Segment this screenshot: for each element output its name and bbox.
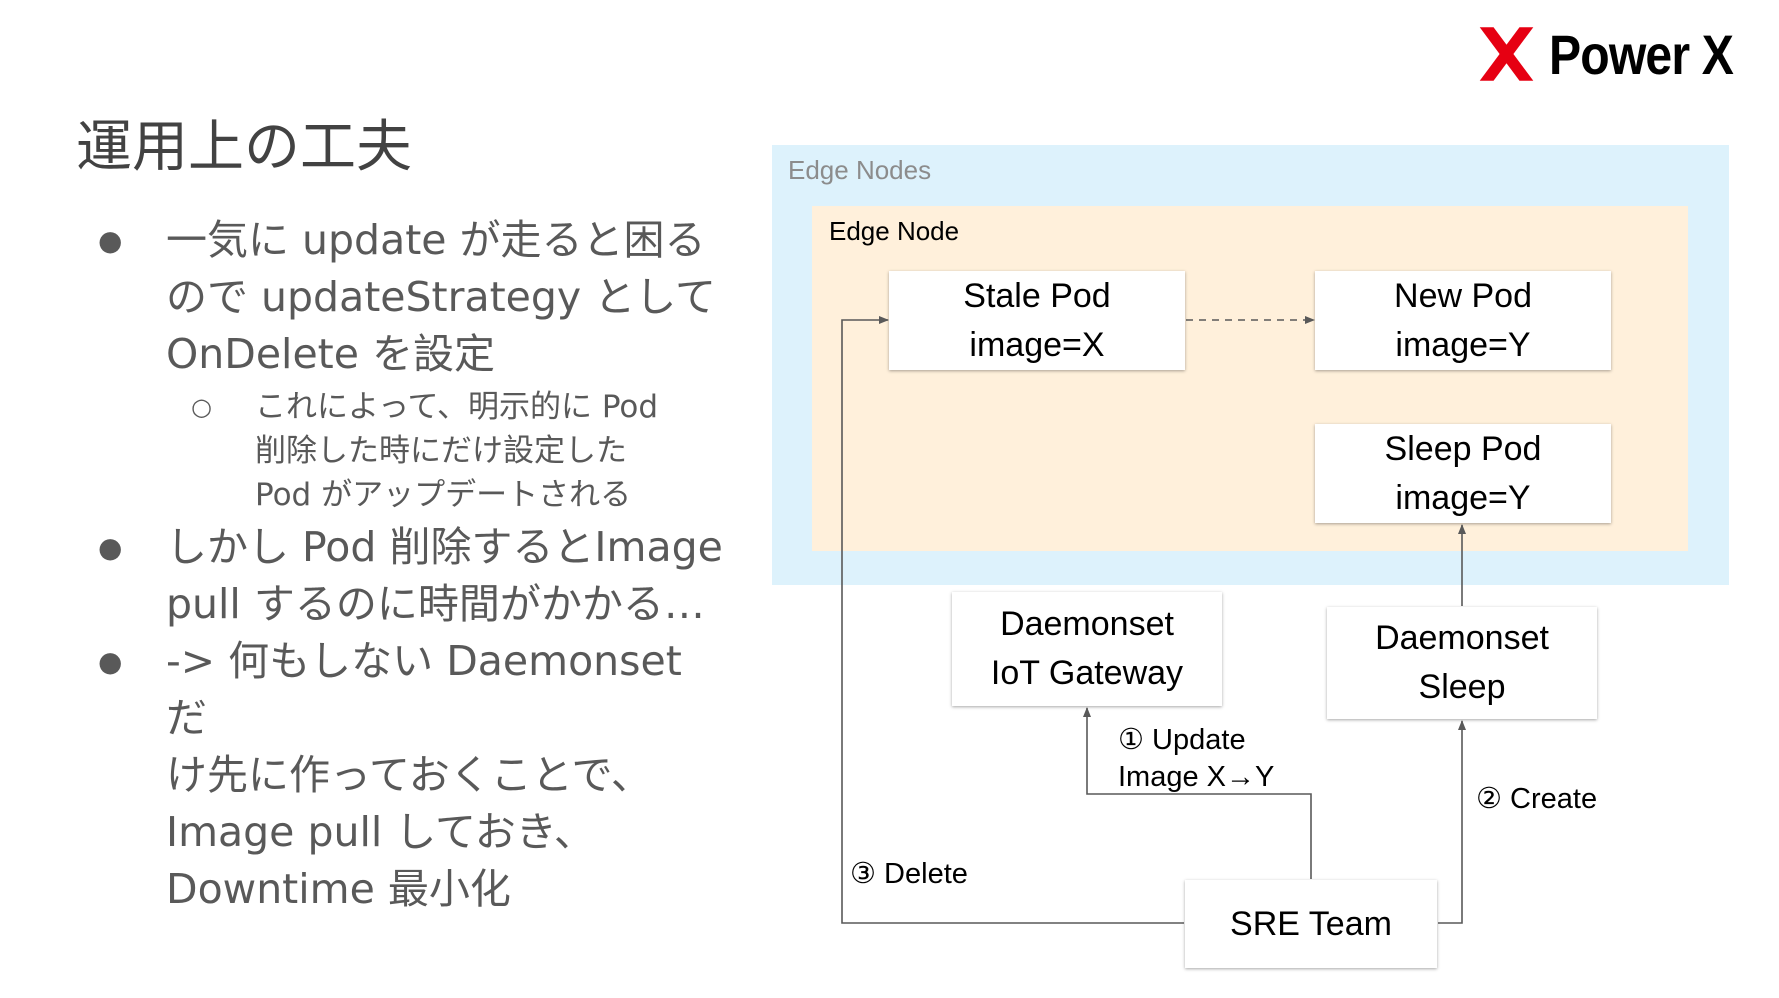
sleep-pod-box: Sleep Pod image=Y [1315, 424, 1611, 523]
bullet-dot-icon: ● [98, 224, 123, 257]
update-step-label: ① Update Image X→Y [1118, 722, 1274, 796]
update-step-line2: Image X→Y [1118, 761, 1275, 793]
sub-bullet-line: これによって、明示的に Pod [255, 389, 659, 425]
power-x-logo: Power X [1478, 18, 1763, 90]
stale-pod-box: Stale Pod image=X [889, 271, 1185, 370]
bullet-1-line: 一気に update が走ると困る [166, 216, 706, 264]
daemonset-sleep-box: Daemonset Sleep [1327, 607, 1597, 719]
stale-pod-image: image=X [969, 325, 1105, 364]
bullet-dot-icon: ● [98, 645, 123, 678]
daemonset-iot-title: Daemonset [1000, 605, 1174, 643]
bullet-3-line: け先に作っておくことで、 [166, 751, 652, 799]
daemonset-iot-gateway-box: Daemonset IoT Gateway [952, 592, 1222, 706]
bullet-1-line: OnDelete を設定 [166, 330, 496, 378]
bullet-list: ● 一気に update が走ると困る ので updateStrategy とし… [90, 212, 730, 918]
sleep-pod-title: Sleep Pod [1384, 429, 1542, 468]
sre-team-label: SRE Team [1230, 904, 1392, 943]
bullet-dot-icon: ● [98, 531, 123, 564]
bullet-3-line: Image pull しておき、 [166, 808, 595, 856]
new-pod-title: New Pod [1394, 276, 1532, 315]
new-pod-image: image=Y [1395, 325, 1531, 364]
bullet-3-line: -> 何もしない Daemonset だ [166, 637, 682, 742]
delete-arrow [841, 316, 1184, 924]
sre-team-box: SRE Team [1185, 880, 1437, 968]
update-arrow [1083, 707, 1312, 879]
bullet-2-line: しかし Pod 削除するとImage [166, 523, 723, 571]
stale-pod-title: Stale Pod [963, 276, 1111, 315]
sub-bullet-line: 削除した時にだけ設定した [255, 433, 627, 469]
sub-bullet-line: Pod がアップデートされる [255, 477, 632, 513]
new-pod-box: New Pod image=Y [1315, 271, 1611, 370]
bullet-1: ● 一気に update が走ると困る ので updateStrategy とし… [90, 212, 730, 383]
edge-node-label: Edge Node [829, 216, 960, 246]
create-arrow [1438, 720, 1466, 924]
bullet-3: ● -> 何もしない Daemonset だ け先に作っておくことで、 Imag… [90, 633, 730, 918]
hollow-bullet-icon: ○ [191, 393, 212, 421]
bullet-1-line: ので updateStrategy として [166, 273, 716, 321]
update-step-line1: ① Update [1118, 724, 1246, 756]
sleep-pod-image: image=Y [1395, 478, 1531, 517]
daemonset-iot-name: IoT Gateway [990, 654, 1184, 692]
edge-nodes-label: Edge Nodes [788, 155, 932, 185]
logo-text: Power X [1549, 22, 1734, 86]
daemonset-sleep-title: Daemonset [1375, 619, 1549, 657]
daemonset-sleep-name: Sleep [1418, 668, 1506, 706]
create-step-label: ② Create [1476, 783, 1598, 815]
x-logo-icon [1479, 27, 1534, 81]
slide-title: 運用上の工夫 [76, 115, 412, 180]
delete-step-label: ③ Delete [850, 858, 968, 890]
bullet-1-sub-1: ○ これによって、明示的に Pod 削除した時にだけ設定した Pod がアップデ… [90, 385, 730, 517]
bullet-2: ● しかし Pod 削除するとImage pull するのに時間がかかる… [90, 519, 730, 633]
bullet-2-line: pull するのに時間がかかる… [166, 580, 705, 628]
bullet-3-line: Downtime 最小化 [166, 865, 511, 913]
